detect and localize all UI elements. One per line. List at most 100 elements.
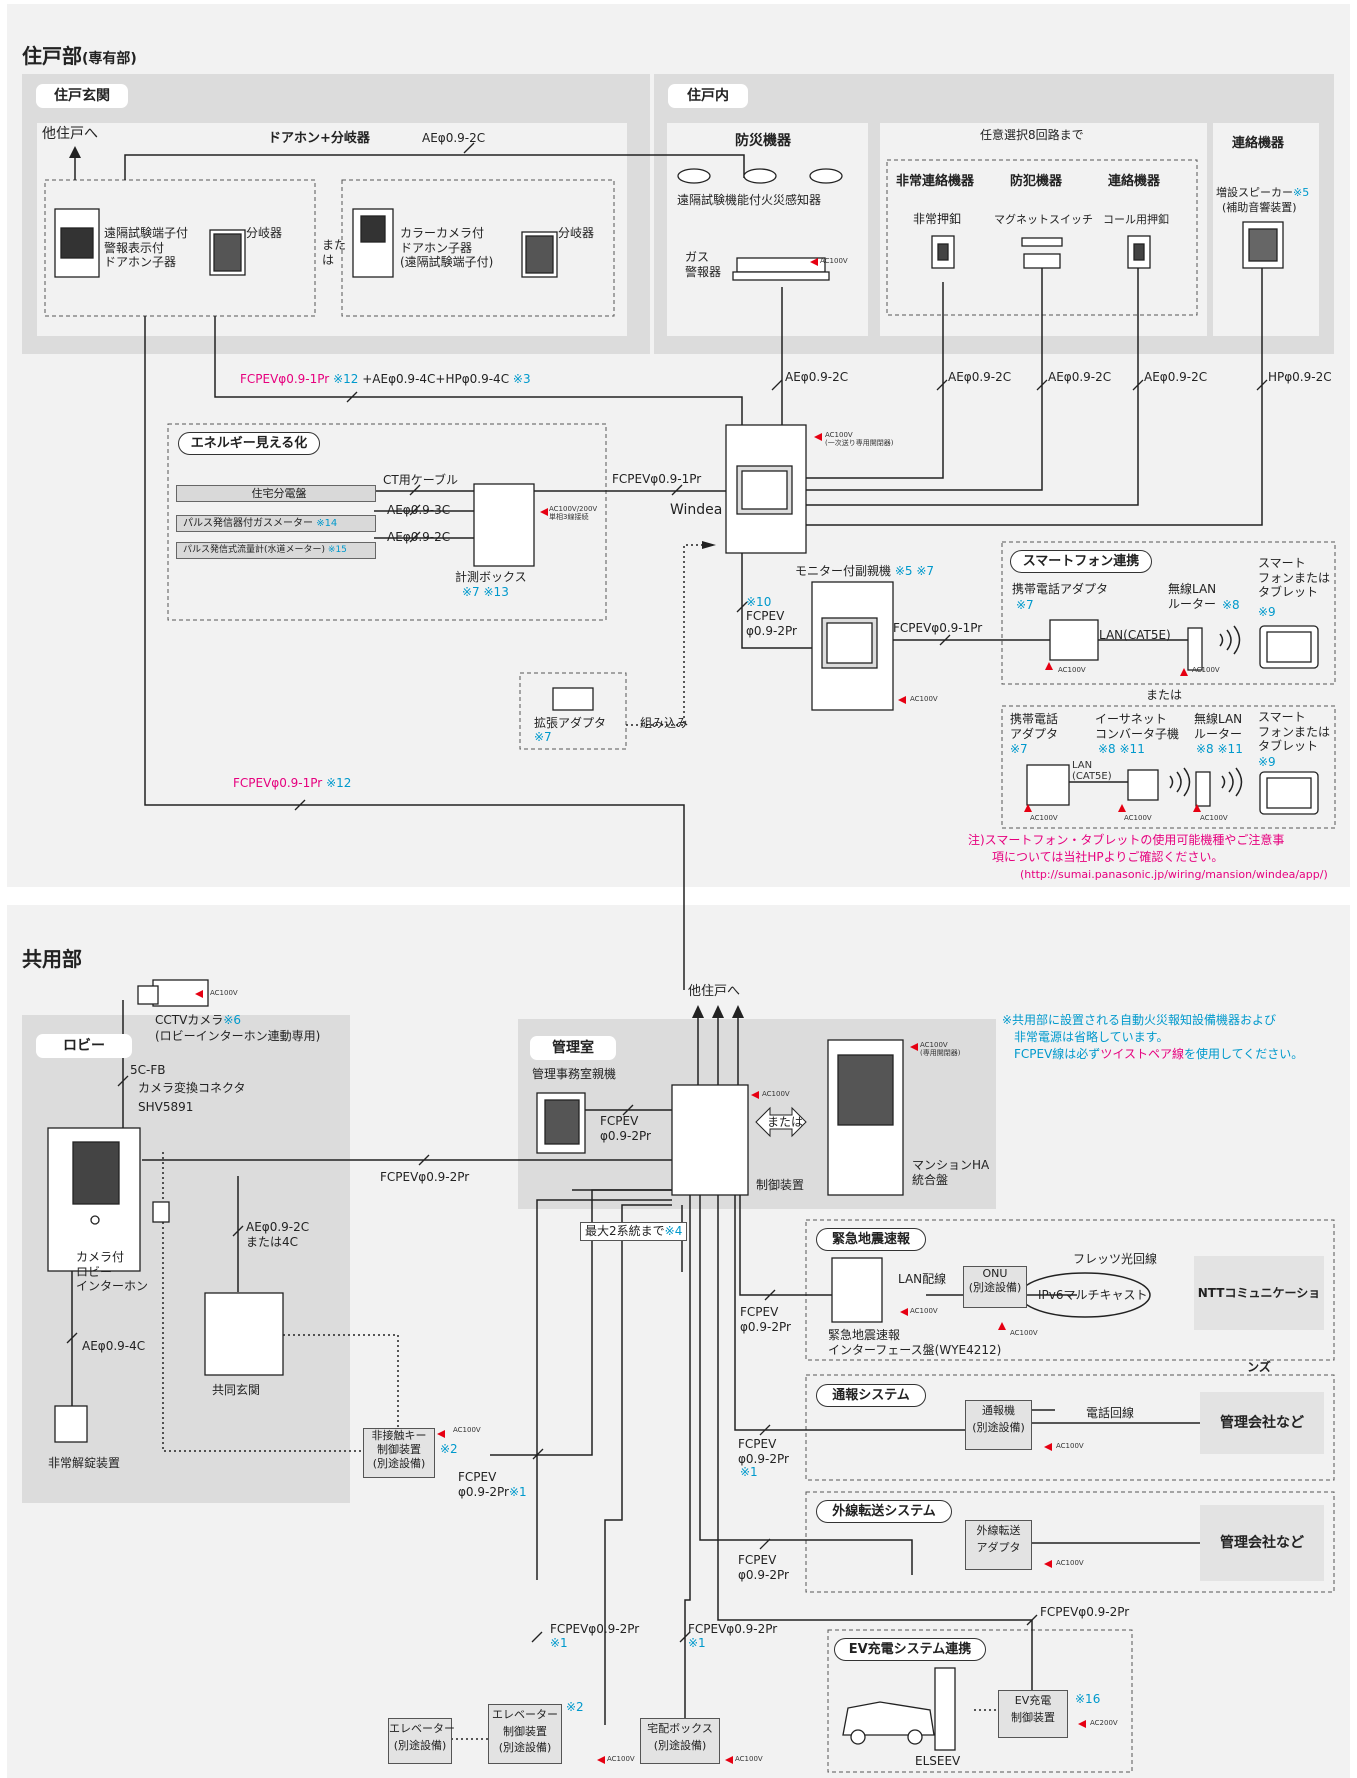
ev-controller-note: ※16 <box>1075 1692 1101 1706</box>
windea-in-cable: FCPEVφ0.9-1Pr <box>612 472 702 486</box>
transfer-device: 外線転送 アダプタ <box>965 1520 1032 1570</box>
call-button-label: コール用押釦 <box>1103 213 1169 226</box>
energy-ac-label: AC100V/200V 単相3線接続 <box>549 505 598 521</box>
gas-alarm-label: ガス 警報器 <box>685 250 722 279</box>
elevator-ac: AC100V <box>607 1755 635 1763</box>
magnet-switch-label: マグネットスイッチ <box>994 213 1093 226</box>
smart-ac-4: AC100V <box>1124 814 1152 822</box>
phone-adapter2-label: 携帯電話 アダプタ <box>1010 712 1059 741</box>
bottom-cable-2: FCPEVφ0.9-2Pr <box>688 1622 778 1636</box>
gas-meter: パルス発信器付ガスメーター ※14 <box>176 515 376 532</box>
lobby-area-label: ロビー <box>36 1034 132 1058</box>
nonkey-controller: 非接触キー 制御装置 (別途設備) <box>363 1428 435 1478</box>
fb-cable: 5C-FB <box>130 1063 166 1077</box>
smart2-note: ※9 <box>1258 755 1276 769</box>
handset1-label: 遠隔試験端子付 警報表示付 ドアホン子器 <box>104 226 189 270</box>
gas-meter-text: パルス発信器付ガスメーター <box>183 518 313 529</box>
smart2-label: スマート フォンまたは タブレット <box>1258 710 1331 754</box>
transfer-area-label: 外線転送システム <box>816 1500 952 1523</box>
nonkey-cable-text: FCPEV φ0.9-2Pr <box>458 1470 509 1499</box>
smartphone-note-2: 項については当社HPよりご確認ください。 <box>992 850 1224 864</box>
ev-area-label: EV充電システム連携 <box>834 1638 986 1661</box>
nonkey-cable-note: ※1 <box>508 1484 527 1499</box>
measure-box-label: 計測ボックス <box>455 570 527 584</box>
smart-ac-1: AC100V <box>1058 666 1086 674</box>
common-note-3a: FCPEV線は必ず <box>1014 1047 1101 1061</box>
lan2-label: LAN (CAT5E) <box>1072 760 1112 782</box>
doorphone-branch-label: ドアホン+分岐器 <box>268 131 370 146</box>
transfer-ac: AC100V <box>1056 1559 1084 1567</box>
eew-panel-label: 緊急地震速報 インターフェース盤(WYE4212) <box>828 1328 1002 1357</box>
speaker-label: 増設スピーカー※5 <box>1216 186 1309 199</box>
nonkey-note: ※2 <box>440 1442 458 1456</box>
ev-cable: FCPEVφ0.9-2Pr <box>1040 1605 1130 1619</box>
ae-cable-4: AEφ0.9-2C <box>1144 370 1208 384</box>
bottom-cable-1: FCPEVφ0.9-2Pr <box>550 1622 640 1636</box>
bousai-title: 防災機器 <box>735 133 791 149</box>
option-title: 任意選択8回路まで <box>980 128 1084 142</box>
ev-controller: EV充電 制御装置 <box>998 1690 1068 1738</box>
common-section-title: 共用部 <box>22 947 82 971</box>
detector-label: 遠隔試験機能付火災感知器 <box>677 193 822 207</box>
ae-2c-label: AEφ0.9-2C <box>387 530 451 544</box>
main-cable-b: ※12 <box>333 372 359 386</box>
eew-ac-2: AC100V <box>1010 1329 1038 1337</box>
speaker-sub: (補助音響装置) <box>1222 201 1297 214</box>
ct-cable-label: CT用ケーブル <box>383 473 458 487</box>
entrance-top-cable: AEφ0.9-2C <box>422 131 486 145</box>
ether-label: イーサネット コンバータ子機 <box>1095 712 1180 741</box>
gas-meter-note: ※14 <box>316 518 338 529</box>
max-lines-label: 最大2系統まで※4 <box>580 1222 688 1241</box>
eew-lan-label: LAN配線 <box>898 1272 947 1286</box>
lan-cable-label: LAN(CAT5E) <box>1099 628 1171 642</box>
main-cable-d: ※3 <box>512 372 531 386</box>
energy-area-label: エネルギー見える化 <box>178 432 320 455</box>
main-cable-a: FCPEVφ0.9-1Pr <box>240 372 330 386</box>
lobby-intercom-label: カメラ付 ロビー インターホン <box>76 1250 149 1294</box>
control-ac: AC100V <box>762 1090 790 1098</box>
smartphone-url[interactable]: (http://sumai.panasonic.jp/wiring/mansio… <box>1020 868 1328 881</box>
report-device: 通報機 (別途設備) <box>965 1400 1032 1450</box>
transfer-company: 管理会社など <box>1200 1505 1324 1581</box>
sub-cable-label: FCPEV φ0.9-2Pr <box>746 609 797 638</box>
long-cable-b: ※12 <box>326 776 352 790</box>
elevator-controller-note: ※2 <box>566 1700 584 1714</box>
eew-cable: FCPEV φ0.9-2Pr <box>740 1305 791 1334</box>
cctv-note: ※6 <box>223 1013 242 1027</box>
elevator-box: エレベーター (別途設備) <box>388 1718 455 1764</box>
fiber-label: フレッツ光回線 <box>1073 1252 1158 1266</box>
bottom-cable-2-note: ※1 <box>688 1636 706 1650</box>
cctv-label: CCTVカメラ <box>155 1013 224 1027</box>
report-cable: FCPEV φ0.9-2Pr <box>738 1437 789 1466</box>
common-note-3c: を使用してください。 <box>1183 1047 1304 1061</box>
inside-area-label: 住戸内 <box>668 84 748 108</box>
delivery-ac: AC100V <box>735 1755 763 1763</box>
eew-area-label: 緊急地震速報 <box>816 1228 926 1251</box>
ae-cable-1: AEφ0.9-2C <box>785 370 849 384</box>
sub-monitor-ac: AC100V <box>910 695 938 703</box>
ha-ac-label: AC100V (専用開閉器) <box>920 1041 961 1057</box>
office-cable-label: FCPEV φ0.9-2Pr <box>600 1114 651 1143</box>
elseev-label: ELSEEV <box>915 1754 961 1768</box>
to-other-units-label: 他住戸へ <box>42 126 98 142</box>
ether-note: ※8 ※11 <box>1098 742 1145 756</box>
panel-board: 住宅分電盤 <box>176 485 376 502</box>
report-area-label: 通報システム <box>816 1384 926 1407</box>
private-title-sub: (専有部) <box>82 51 137 67</box>
or-label-entrance: また は <box>322 238 347 267</box>
branch2-label: 分岐器 <box>558 226 595 240</box>
water-meter-text: パルス発信式流量計(水道メーター) <box>183 545 326 555</box>
water-meter: パルス発信式流量計(水道メーター) ※15 <box>176 542 376 559</box>
long-cable-a: FCPEVφ0.9-1Pr <box>233 776 323 790</box>
phone-adapter2-note: ※7 <box>1010 742 1028 756</box>
main-cable-c: +AEφ0.9-4C+HPφ0.9-4C <box>362 372 510 386</box>
lan-router1-note: ※8 <box>1222 598 1240 612</box>
ipv6-label: IPv6マルチキャスト <box>1038 1288 1148 1302</box>
branch1-label: 分岐器 <box>246 226 283 240</box>
ha-panel-label: マンションHA 統合盤 <box>912 1158 990 1187</box>
smart-ac-2: AC100V <box>1192 666 1220 674</box>
max-lines-text: 最大2系統まで <box>585 1224 665 1238</box>
phone-adapter1-label: 携帯電話アダプタ <box>1012 582 1109 596</box>
private-section-title: 住戸部(専有部) <box>22 40 137 69</box>
